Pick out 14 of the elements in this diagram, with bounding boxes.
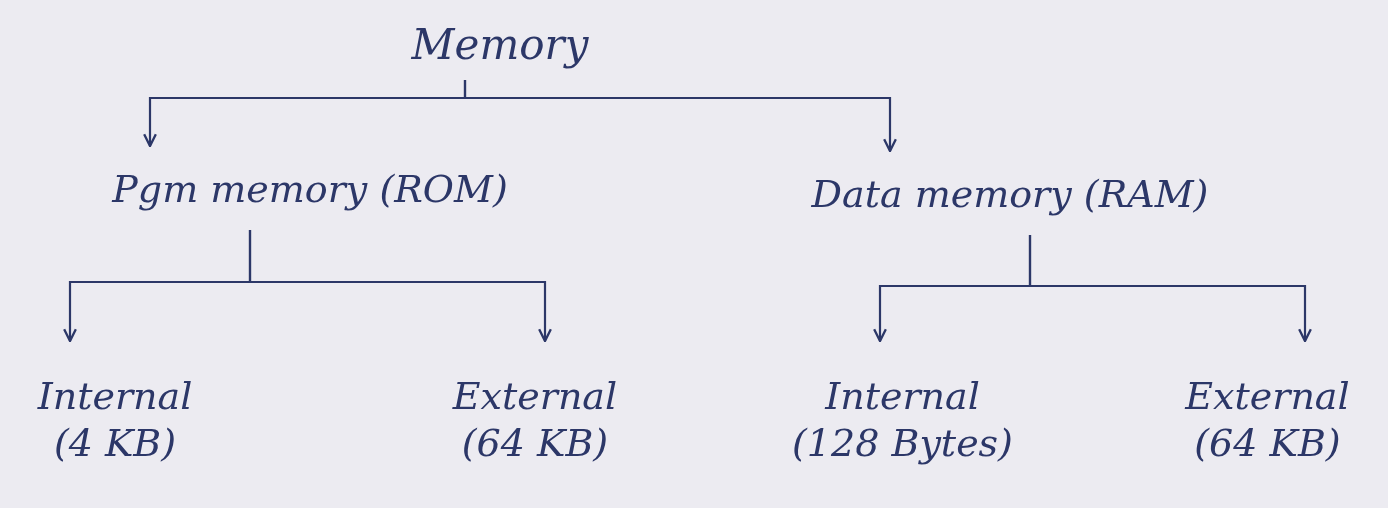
arrow <box>248 230 552 343</box>
arrow <box>463 80 897 153</box>
handwritten-label: External <box>1185 372 1350 420</box>
handwritten-label: (4 KB) <box>53 420 177 467</box>
arrow <box>1028 235 1312 343</box>
handwritten-label: External <box>452 372 618 420</box>
handwritten-label: Internal <box>825 372 980 420</box>
handwritten-label: (64 KB) <box>1194 420 1341 467</box>
handwritten-label: Internal <box>37 372 193 420</box>
handwritten-label: (64 KB) <box>461 420 609 467</box>
handwritten-label: Data memory (RAM) <box>811 171 1209 219</box>
handwritten-label: Memory <box>411 18 589 71</box>
handwritten-label: Pgm memory (ROM) <box>112 166 508 214</box>
handwritten-label: (128 Bytes) <box>792 420 1013 467</box>
